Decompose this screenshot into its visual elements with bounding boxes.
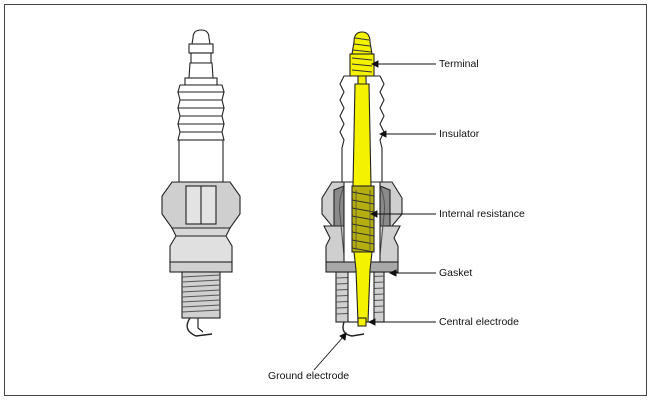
leader-lines xyxy=(313,60,436,371)
exterior-hex-shell xyxy=(161,181,241,263)
exterior-insulator xyxy=(177,84,225,183)
cutaway-internal-resistance xyxy=(351,185,375,253)
label-terminal: Terminal xyxy=(439,58,479,70)
label-ground-electrode: Ground electrode xyxy=(268,370,350,382)
cutaway-terminal xyxy=(351,31,373,55)
exterior-threads xyxy=(181,271,221,319)
label-internal-resistance: Internal resistance xyxy=(439,208,525,220)
label-insulator: Insulator xyxy=(439,128,480,140)
cutaway-ground-electrode xyxy=(342,321,365,337)
label-gasket: Gasket xyxy=(439,267,473,279)
exterior-electrodes xyxy=(186,317,213,337)
spark-plug-cutaway xyxy=(321,31,403,337)
spark-plug-exterior xyxy=(161,29,241,337)
label-central-electrode: Central electrode xyxy=(439,316,519,328)
exterior-gasket xyxy=(169,261,233,273)
exterior-terminal xyxy=(191,29,211,45)
